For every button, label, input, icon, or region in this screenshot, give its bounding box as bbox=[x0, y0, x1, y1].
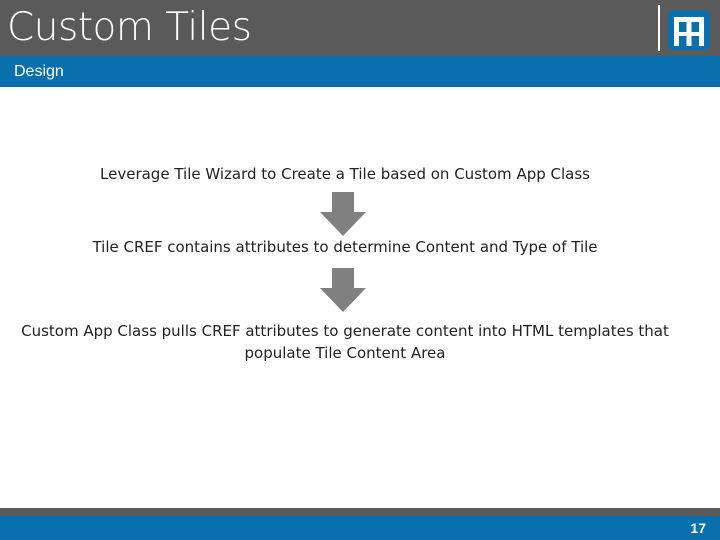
footer-bar: 17 bbox=[0, 516, 720, 540]
footer-stripe bbox=[0, 508, 720, 516]
down-arrow-icon bbox=[320, 268, 366, 312]
title-bar: Custom Tiles bbox=[0, 0, 720, 56]
thunderbird-logo-icon bbox=[668, 10, 710, 50]
step-1-text: Leverage Tile Wizard to Create a Tile ba… bbox=[100, 165, 590, 183]
subtitle-bar: Design bbox=[0, 56, 720, 87]
down-arrow-icon bbox=[320, 192, 366, 236]
logo-divider bbox=[658, 5, 660, 51]
page-number: 17 bbox=[690, 520, 706, 536]
slide-subtitle: Design bbox=[14, 63, 64, 80]
step-3-text: Custom App Class pulls CREF attributes t… bbox=[21, 322, 669, 362]
slide-title: Custom Tiles bbox=[7, 5, 252, 50]
step-2-text: Tile CREF contains attributes to determi… bbox=[92, 238, 598, 256]
